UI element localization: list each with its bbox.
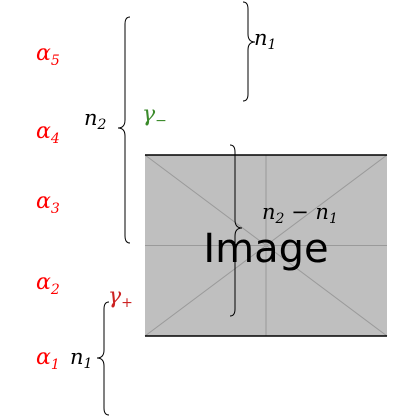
brace-n2-left <box>117 16 131 244</box>
image-placeholder: Image <box>144 154 388 337</box>
label-n2-left: n2 <box>84 106 107 133</box>
label-alpha-1: α1 <box>36 345 60 373</box>
brace-n1-bottom <box>96 301 110 416</box>
label-n2-minus-n1: n2 − n1 <box>262 200 338 227</box>
label-gamma-minus: γ− <box>142 102 167 129</box>
label-alpha-2: α2 <box>36 270 60 298</box>
label-alpha-5: α5 <box>36 41 60 69</box>
image-placeholder-label: Image <box>203 226 328 272</box>
brace-n2-minus-n1 <box>229 144 243 317</box>
label-alpha-3: α3 <box>36 189 60 217</box>
label-n1-bottom: n1 <box>70 345 92 372</box>
label-alpha-4: α4 <box>36 119 60 147</box>
brace-n1-top <box>242 1 256 102</box>
label-n1-top: n1 <box>254 26 276 53</box>
label-gamma-plus: γ+ <box>108 284 133 311</box>
